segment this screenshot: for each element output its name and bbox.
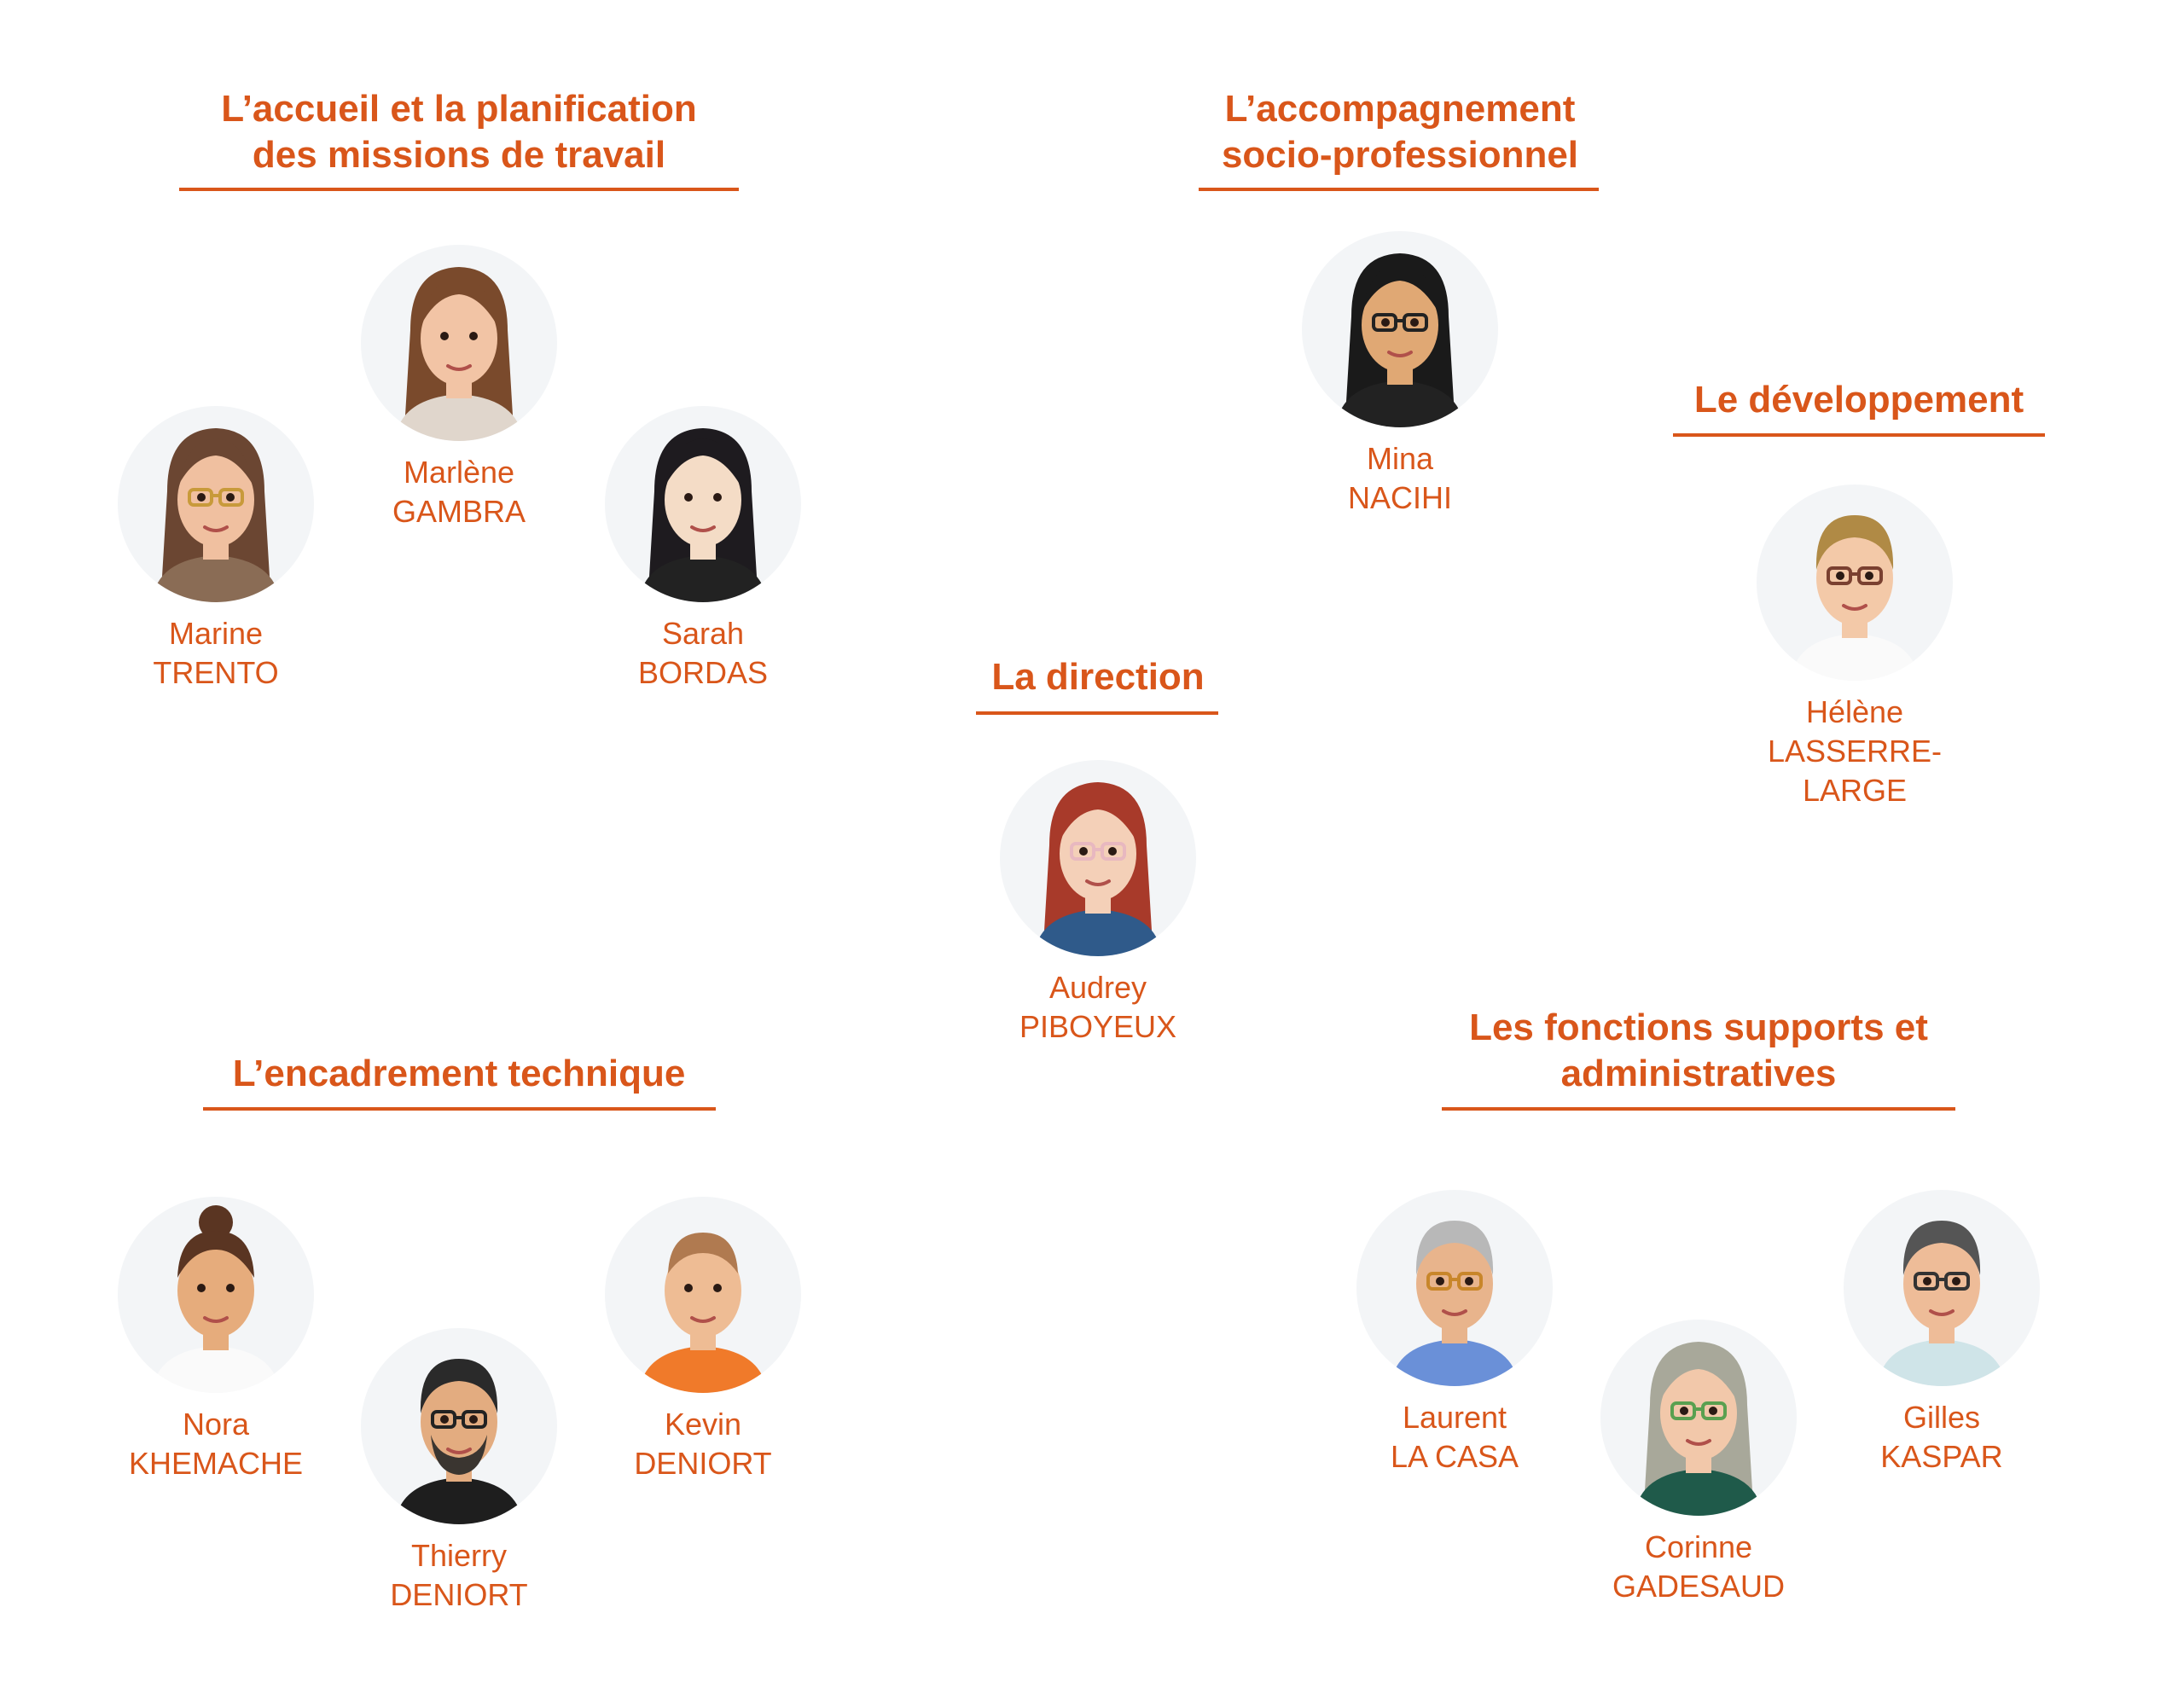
first-name: Laurent — [1402, 1400, 1507, 1435]
avatar — [361, 1328, 557, 1524]
avatar-illustration — [1878, 1221, 2006, 1386]
avatar — [1600, 1320, 1797, 1516]
avatar-illustration — [1791, 515, 1919, 681]
last-name: DENIORT — [634, 1446, 772, 1481]
avatar-illustration — [1391, 1221, 1519, 1386]
heading-underline — [179, 188, 739, 191]
avatar-illustration — [1034, 782, 1162, 956]
last-name: KASPAR — [1880, 1439, 2003, 1474]
team-heading-encadrement: L’encadrement technique — [232, 1053, 686, 1094]
heading-line: L’accompagnement — [1224, 88, 1576, 130]
last-name: DENIORT — [390, 1577, 528, 1612]
team-heading-developpement: Le développement — [1693, 379, 2024, 421]
last-name: GAMBRA — [392, 494, 526, 529]
last-name: NACIHI — [1347, 480, 1452, 515]
team-heading-accueil: L’accueil et la planification des missio… — [221, 86, 697, 178]
avatar — [605, 1197, 801, 1393]
avatar — [1844, 1190, 2040, 1386]
team-heading-direction: La direction — [991, 656, 1205, 698]
first-name: Corinne — [1644, 1529, 1753, 1564]
first-name: Mina — [1366, 441, 1434, 476]
first-name: Nora — [182, 1407, 250, 1442]
avatar — [118, 406, 314, 602]
last-name: PIBOYEUX — [1019, 1009, 1177, 1044]
avatar-illustration — [1336, 253, 1464, 427]
first-name: Marine — [168, 616, 264, 651]
last-name: LASSERRE-LARGE — [1767, 734, 1943, 808]
first-name: Thierry — [410, 1538, 507, 1573]
first-name: Kevin — [664, 1407, 742, 1442]
avatar — [1000, 760, 1196, 956]
person-name: Laurent LA CASA — [1327, 1398, 1583, 1477]
avatar-illustration — [1635, 1342, 1763, 1516]
heading-underline — [203, 1107, 716, 1111]
avatar — [1302, 231, 1498, 427]
avatar-illustration — [395, 267, 523, 441]
heading-underline — [1199, 188, 1599, 191]
heading-line: des missions de travail — [252, 134, 666, 176]
avatar — [1757, 484, 1953, 681]
heading-underline — [976, 711, 1218, 715]
avatar-illustration — [639, 428, 767, 602]
heading-line: socio-professionnel — [1221, 134, 1579, 176]
heading-line: L’accueil et la planification — [221, 88, 697, 130]
avatar-illustration — [395, 1359, 523, 1524]
first-name: Gilles — [1902, 1400, 1981, 1435]
avatar — [605, 406, 801, 602]
heading-underline — [1442, 1107, 1955, 1111]
heading-underline — [1673, 433, 2045, 437]
first-name: Marlène — [403, 455, 515, 490]
team-heading-supports: Les fonctions supports et administrative… — [1469, 1005, 1928, 1097]
last-name: TRENTO — [153, 655, 279, 690]
avatar-illustration — [152, 428, 280, 602]
heading-line: administratives — [1560, 1053, 1837, 1094]
team-heading-accompagnement: L’accompagnement socio-professionnel — [1222, 86, 1578, 178]
avatar-illustration — [639, 1233, 767, 1393]
first-name: Sarah — [661, 616, 745, 651]
last-name: BORDAS — [637, 655, 769, 690]
person-card: Laurent LA CASA — [1327, 1190, 1583, 1477]
heading-line: Les fonctions supports et — [1469, 1007, 1928, 1048]
last-name: KHEMACHE — [128, 1446, 304, 1481]
last-name: GADESAUD — [1612, 1569, 1786, 1604]
avatar-illustration — [152, 1205, 280, 1393]
first-name: Hélène — [1805, 694, 1904, 729]
avatar — [118, 1197, 314, 1393]
avatar — [1356, 1190, 1553, 1386]
last-name: LA CASA — [1390, 1439, 1519, 1474]
avatar — [361, 245, 557, 441]
first-name: Audrey — [1048, 970, 1147, 1005]
